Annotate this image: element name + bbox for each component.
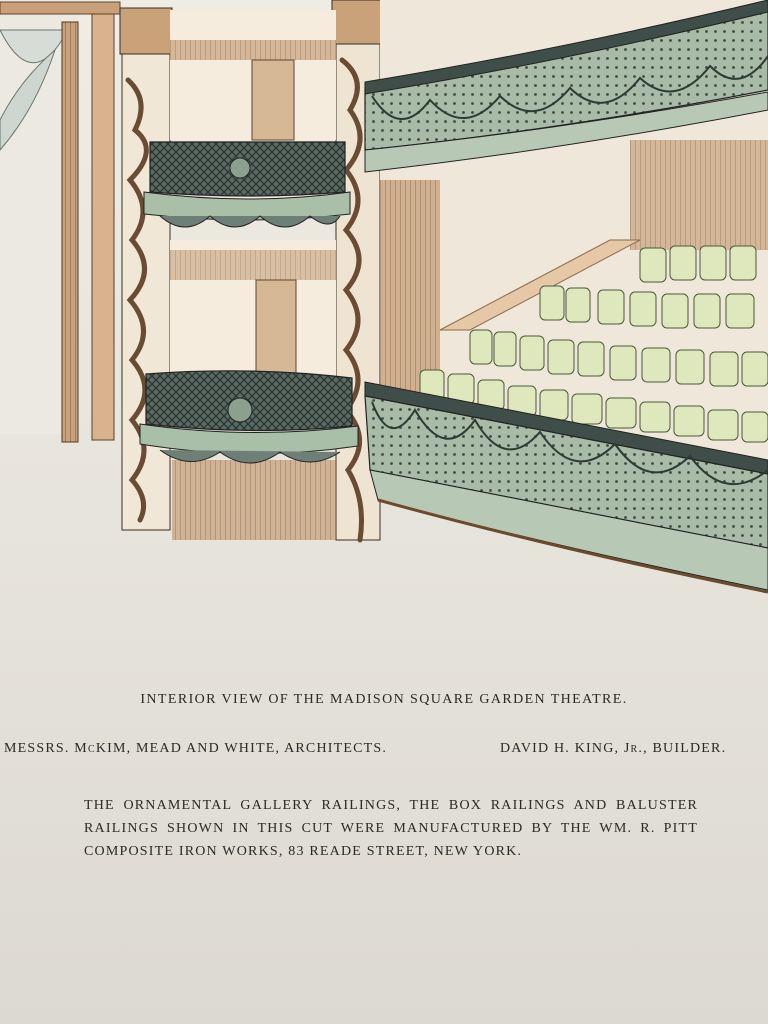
proscenium-frame [0, 1, 121, 443]
box-interior [170, 10, 336, 540]
manufacturer-note: THE ORNAMENTAL GALLERY RAILINGS, THE BOX… [84, 798, 698, 859]
architects-credit: MESSRS. McKIM, MEAD AND WHITE, ARCHITECT… [4, 741, 388, 756]
theatre-illustration [0, 0, 768, 594]
builder-credit: DAVID H. KING, Jr., BUILDER. [500, 741, 727, 756]
upper-gallery-railing [364, 0, 768, 173]
upper-box-railing [143, 141, 351, 228]
plate-title: INTERIOR VIEW OF THE MADISON SQUARE GARD… [140, 692, 628, 707]
main-gallery-railing [364, 381, 768, 594]
lower-box-railing [139, 370, 359, 464]
seating-rows [419, 245, 768, 443]
plate-credits: MESSRS. McKIM, MEAD AND WHITE, ARCHITECT… [4, 741, 768, 763]
